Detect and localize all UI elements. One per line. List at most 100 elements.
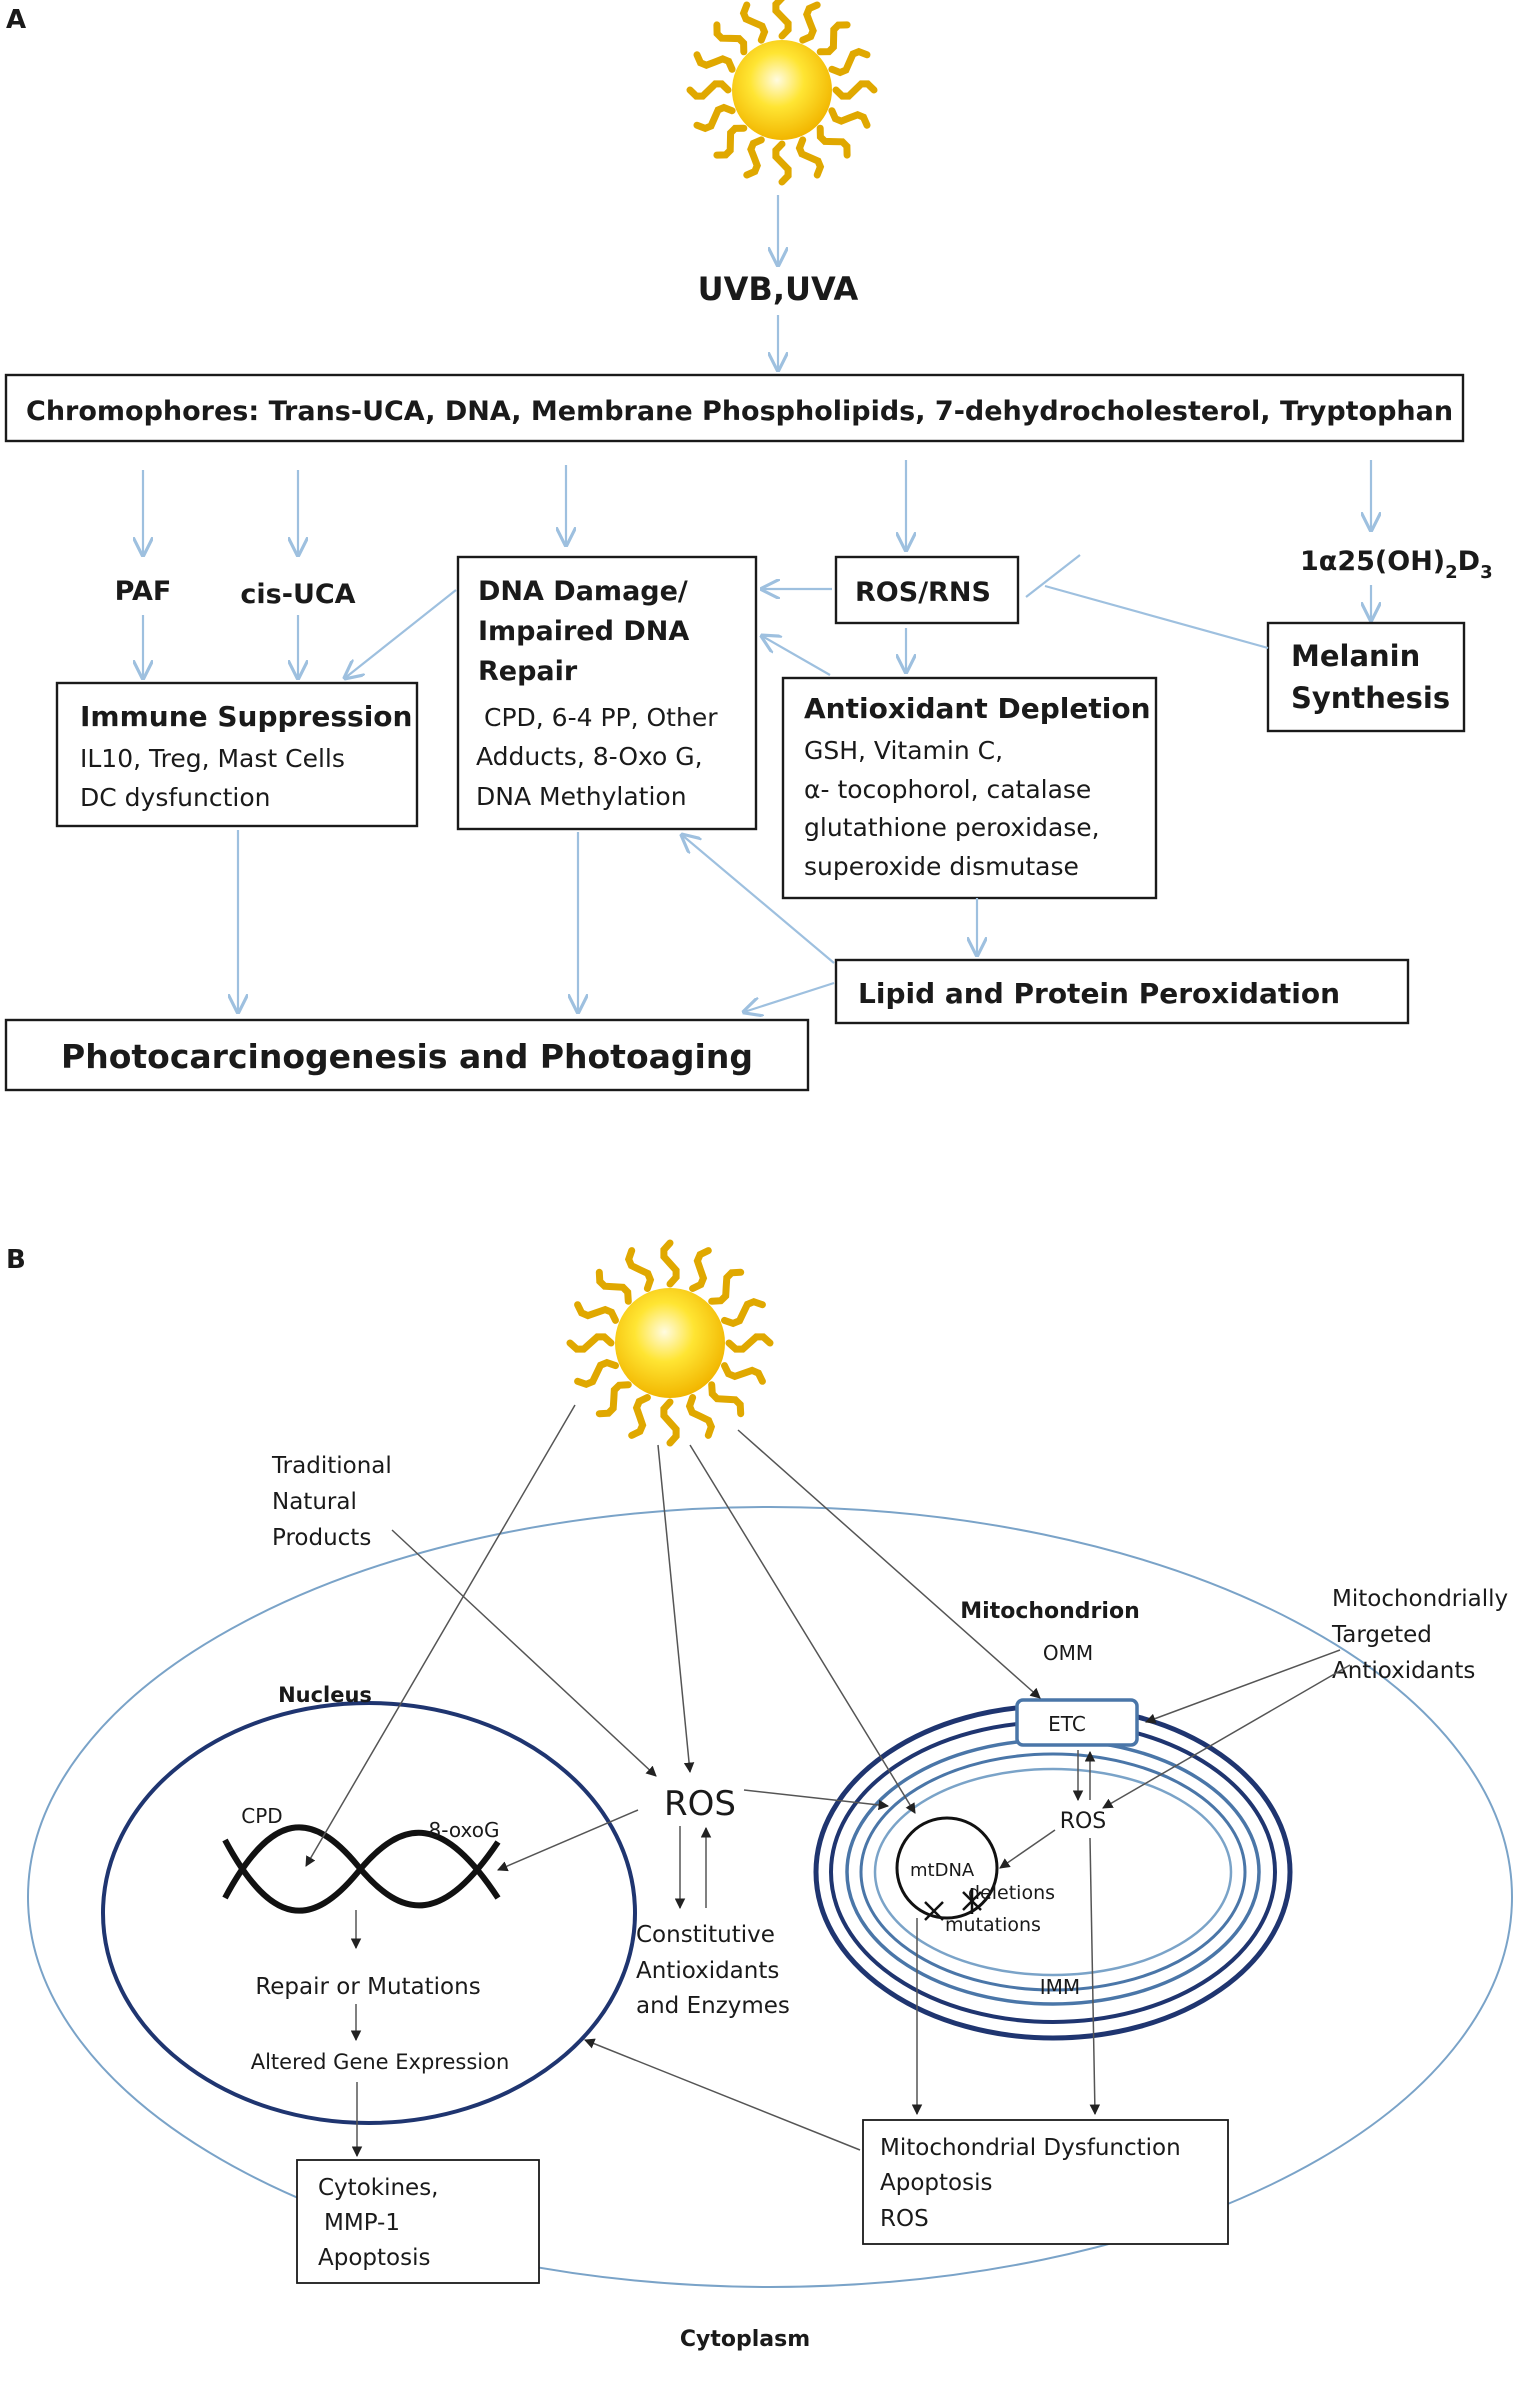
- sun-ray: [708, 1381, 745, 1418]
- dna-body-2: Adducts, 8-Oxo G,: [476, 742, 703, 771]
- sun-ray: [721, 1362, 766, 1385]
- melanin-line-2: Synthesis: [1291, 681, 1450, 715]
- arrow-dna-immune: [345, 589, 457, 678]
- mitochondrion-label: Mitochondrion: [960, 1599, 1139, 1624]
- ros-rns-label: ROS/RNS: [855, 577, 991, 608]
- sun-ray: [713, 21, 748, 56]
- arrow-lipid-dna: [682, 835, 835, 964]
- constitutive-line-2: Antioxidants: [636, 1958, 779, 1984]
- arrow-antioxidant-dna: [762, 636, 831, 676]
- chromophores-box: [4, 373, 1465, 443]
- mito-targeted-line-3: Antioxidants: [1332, 1658, 1475, 1684]
- sun-ray: [772, 0, 792, 40]
- sun-ray: [689, 1247, 712, 1292]
- chromophores-text: Chromophores: Trans-UCA, DNA, Membrane P…: [26, 396, 1453, 427]
- arrow-ros-oxog: [497, 1809, 639, 1872]
- cytokines-line-1: Cytokines,: [318, 2175, 439, 2201]
- cytoplasm-label: Cytoplasm: [680, 2327, 810, 2352]
- nucleus-label: Nucleus: [278, 1683, 372, 1707]
- etc-box: [1015, 1698, 1139, 1747]
- sun-ray: [628, 1394, 651, 1439]
- sun-ray: [595, 1268, 632, 1305]
- arrow-targeted-etc: [1145, 1649, 1341, 1724]
- mtdna-mutation-marks: [924, 1888, 982, 1921]
- mtdna-label: mtDNA: [910, 1860, 975, 1881]
- arrow-mito-ros-mtdna: [999, 1829, 1056, 1869]
- arrow-sun-ros: [657, 1444, 695, 1774]
- mito-targeted-line-1: Mitochondrially: [1332, 1586, 1508, 1612]
- sun-ray: [693, 103, 736, 133]
- immune-body-2: DC dysfunction: [80, 783, 270, 812]
- melanin-box: [1266, 621, 1466, 733]
- omm-label: OMM: [1043, 1641, 1093, 1665]
- mito-targeted-line-2: Targeted: [1331, 1622, 1432, 1648]
- sun-ray: [743, 136, 765, 179]
- sun-ray: [739, 1, 769, 44]
- nucleus-boundary: [101, 1701, 637, 2125]
- panel-a-label: A: [6, 5, 26, 35]
- sun-core: [732, 40, 832, 140]
- cytokines-line-3: Apoptosis: [318, 2245, 430, 2271]
- dna-title-2: Impaired DNA: [478, 616, 689, 647]
- dna-damage-box: [456, 555, 758, 831]
- mito-ros-label: ROS: [1060, 1809, 1107, 1834]
- arrow-sun-cpd: [305, 1404, 576, 1867]
- sun-ray: [816, 124, 851, 159]
- antiox-body-2: α- tocophorol, catalase: [804, 775, 1091, 804]
- cytokines-line-2: MMP-1: [324, 2210, 400, 2236]
- sun-ray: [832, 80, 878, 100]
- photocarcinogenesis-label: Photocarcinogenesis and Photoaging: [61, 1037, 753, 1076]
- sun-ray: [799, 1, 821, 44]
- dna-title-1: DNA Damage/: [478, 576, 688, 607]
- dysfunction-line-3: ROS: [880, 2206, 929, 2232]
- dysfunction-line-1: Mitochondrial Dysfunction: [880, 2135, 1181, 2161]
- mutations-label: mutations: [945, 1914, 1041, 1936]
- sun-ray: [721, 1297, 766, 1328]
- sun-ray: [693, 51, 736, 73]
- mito-imm-ring: [873, 1767, 1233, 1977]
- sun-ray: [566, 1333, 615, 1353]
- cis-uca-label: cis-UCA: [240, 579, 355, 610]
- sun-ray: [828, 47, 871, 77]
- sun-ray: [595, 1381, 632, 1418]
- sun-ray: [660, 1239, 680, 1288]
- sun-ray: [685, 1394, 716, 1439]
- uv-label: UVB,UVA: [698, 270, 859, 308]
- arrow-dysfunction-nucleus: [584, 2038, 861, 2151]
- sun-ray: [686, 80, 732, 100]
- arrow-ros-dysfunction: [1089, 1837, 1101, 2116]
- cytokines-box: [296, 2159, 540, 2284]
- ros-rns-box: [834, 555, 1020, 625]
- mito-inner-ring-2: [859, 1752, 1247, 1992]
- arrow-ros-mito: [743, 1789, 890, 1811]
- repair-label: Repair or Mutations: [255, 1974, 480, 2000]
- lipid-peroxidation-box: [834, 958, 1410, 1025]
- line-inhibit-ros: [1025, 554, 1081, 598]
- arrow-targeted-ros: [1102, 1664, 1351, 1809]
- panel-a: A UVB,UVA Chromophores: Trans-UCA, DNA, …: [4, 0, 1493, 1092]
- arrow-sun-etc: [737, 1429, 1041, 1699]
- sun-ray: [816, 21, 851, 56]
- arrow-lipid-photo: [744, 981, 835, 1012]
- cpd-label: CPD: [241, 1804, 282, 1828]
- constitutive-line-3: and Enzymes: [636, 1993, 790, 2019]
- antioxidant-depletion-box: [781, 676, 1158, 900]
- line-melanin-ros: [1044, 584, 1269, 650]
- central-ros-label: ROS: [664, 1784, 736, 1824]
- vitamin-d-label: 1α25(OH)2D3: [1300, 546, 1493, 583]
- sun-ray: [713, 124, 748, 159]
- panel-b: B Cytoplasm Nucleus Mitochondrion OMM IM…: [6, 1239, 1513, 2352]
- dysfunction-line-2: Apoptosis: [880, 2170, 992, 2196]
- immune-title: Immune Suppression: [80, 700, 412, 733]
- cytoplasm-boundary: [27, 1506, 1513, 2288]
- sun-ray: [660, 1398, 680, 1447]
- antiox-body-4: superoxide dismutase: [804, 852, 1079, 881]
- deletions-label: deletions: [968, 1882, 1055, 1904]
- panel-b-label: B: [6, 1245, 26, 1275]
- paf-label: PAF: [115, 576, 172, 607]
- traditional-line-1: Traditional: [271, 1453, 392, 1479]
- immune-body-1: IL10, Treg, Mast Cells: [80, 744, 345, 773]
- immune-suppression-box: [55, 681, 419, 828]
- sun-ray: [574, 1301, 619, 1324]
